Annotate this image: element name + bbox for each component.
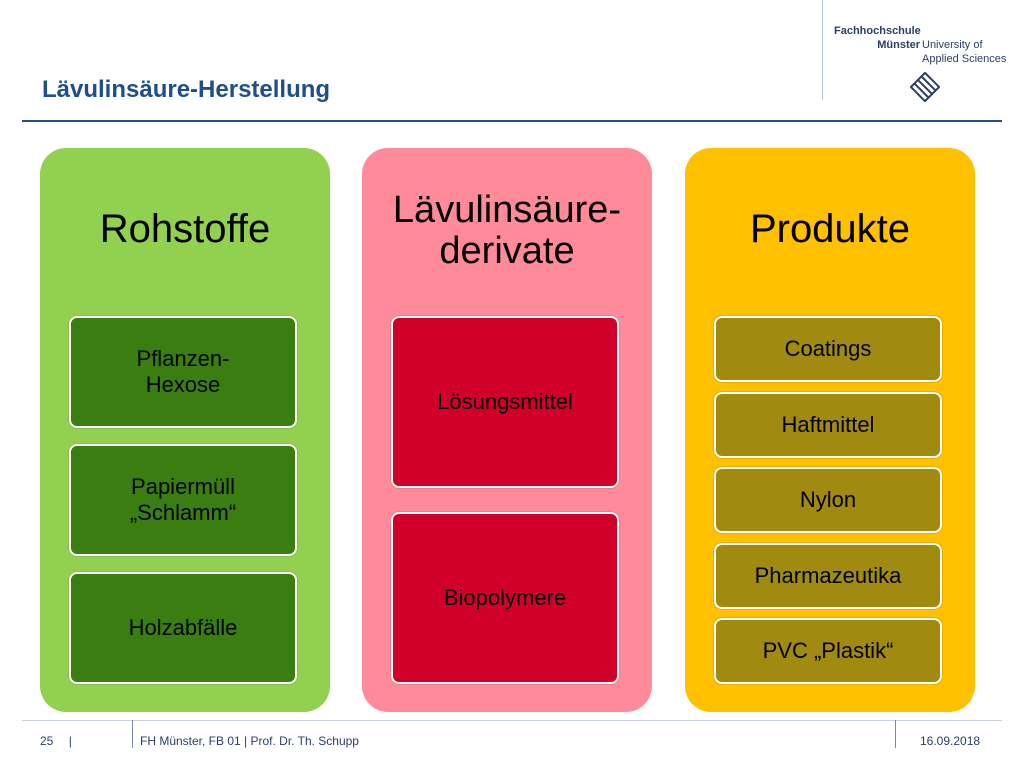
column-heading: Rohstoffe bbox=[40, 207, 330, 251]
item-text-line: Haftmittel bbox=[781, 411, 875, 437]
footer-vertical-divider bbox=[895, 720, 896, 748]
logo-right-line-2: Applied Sciences bbox=[922, 53, 1007, 65]
item-text-line: PVC „Plastik“ bbox=[762, 637, 894, 663]
page-number: 25 | bbox=[40, 734, 72, 748]
item-text: Papiermüll „Schlamm“ bbox=[130, 474, 236, 527]
column-heading-line: Produkte bbox=[749, 207, 911, 251]
item-box: Pharmazeutika bbox=[714, 543, 942, 609]
item-text-line: Pflanzen- bbox=[136, 345, 230, 371]
item-box: Nylon bbox=[714, 467, 942, 533]
item-text-line: Holzabfälle bbox=[128, 614, 238, 640]
column-rohstoffe: Rohstoffe Pflanzen- Hexose Papiermüll „S… bbox=[40, 148, 330, 712]
column-heading: Lävulinsäure- derivate bbox=[362, 189, 652, 273]
logo-wordmark-left: Fachhochschule Münster bbox=[834, 24, 921, 52]
footer-separator: | bbox=[68, 734, 72, 748]
item-text-line: „Schlamm“ bbox=[129, 500, 237, 525]
page-number-value: 25 bbox=[40, 734, 54, 748]
slide-title: Lävulinsäure-Herstellung bbox=[42, 76, 331, 103]
logo-wordmark-right: University of Applied Sciences bbox=[922, 38, 1006, 66]
item-text-line: Papiermüll bbox=[131, 473, 235, 499]
column-laevulinsaeure-derivate: Lävulinsäure- derivate Lösungsmittel Bio… bbox=[362, 148, 652, 712]
column-heading: Produkte bbox=[685, 207, 975, 251]
item-box: Papiermüll „Schlamm“ bbox=[69, 444, 297, 556]
footer-divider bbox=[22, 720, 1002, 721]
item-text-line: Biopolymere bbox=[443, 584, 567, 610]
item-text-line: Hexose bbox=[145, 372, 221, 397]
item-text: Pflanzen- Hexose bbox=[137, 346, 230, 399]
column-heading-line: Rohstoffe bbox=[99, 207, 271, 251]
item-text-line: Pharmazeutika bbox=[754, 562, 902, 588]
item-box: Pflanzen- Hexose bbox=[69, 316, 297, 428]
item-box: Coatings bbox=[714, 316, 942, 382]
item-text-line: Coatings bbox=[784, 335, 872, 361]
logo-line-1: Fachhochschule bbox=[834, 25, 921, 37]
item-text-line: Nylon bbox=[799, 486, 857, 512]
item-box: Biopolymere bbox=[391, 512, 619, 684]
footer-vertical-divider bbox=[132, 720, 133, 748]
column-produkte: Produkte Coatings Haftmittel Nylon Pharm… bbox=[685, 148, 975, 712]
university-logo-icon bbox=[910, 72, 940, 102]
footer-date: 16.09.2018 bbox=[920, 734, 981, 748]
item-text-line: Lösungsmittel bbox=[437, 388, 573, 414]
column-heading-line: derivate bbox=[439, 230, 575, 273]
header-vertical-divider bbox=[822, 0, 823, 100]
title-divider bbox=[22, 120, 1002, 122]
item-box: PVC „Plastik“ bbox=[714, 618, 942, 684]
item-box: Lösungsmittel bbox=[391, 316, 619, 488]
column-heading-line: Lävulinsäure- bbox=[392, 189, 622, 231]
footer-institution: FH Münster, FB 01 | Prof. Dr. Th. Schupp bbox=[140, 734, 359, 748]
item-box: Holzabfälle bbox=[69, 572, 297, 684]
item-box: Haftmittel bbox=[714, 392, 942, 458]
logo-right-line-1: University of bbox=[922, 39, 983, 51]
logo-line-2: Münster bbox=[877, 39, 920, 51]
